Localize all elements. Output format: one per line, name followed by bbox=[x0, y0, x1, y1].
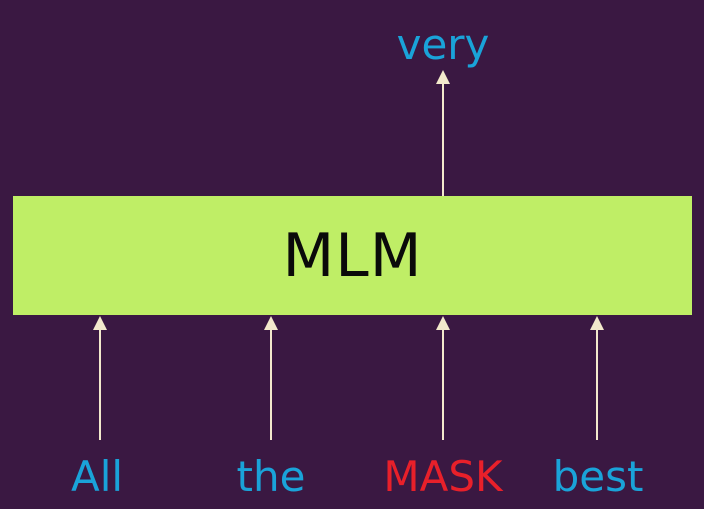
input-token-all: All bbox=[70, 452, 124, 501]
input-arrow-the bbox=[264, 316, 278, 440]
input-arrow-mask bbox=[436, 316, 450, 440]
output-token: very bbox=[396, 20, 490, 69]
input-token-mask: MASK bbox=[383, 452, 503, 501]
output-arrow bbox=[436, 70, 450, 196]
input-token-the: the bbox=[236, 452, 306, 501]
mlm-box: MLM bbox=[13, 196, 692, 315]
mlm-label: MLM bbox=[282, 220, 423, 291]
input-arrow-all bbox=[93, 316, 107, 440]
input-token-best: best bbox=[552, 452, 644, 501]
input-arrow-best bbox=[590, 316, 604, 440]
